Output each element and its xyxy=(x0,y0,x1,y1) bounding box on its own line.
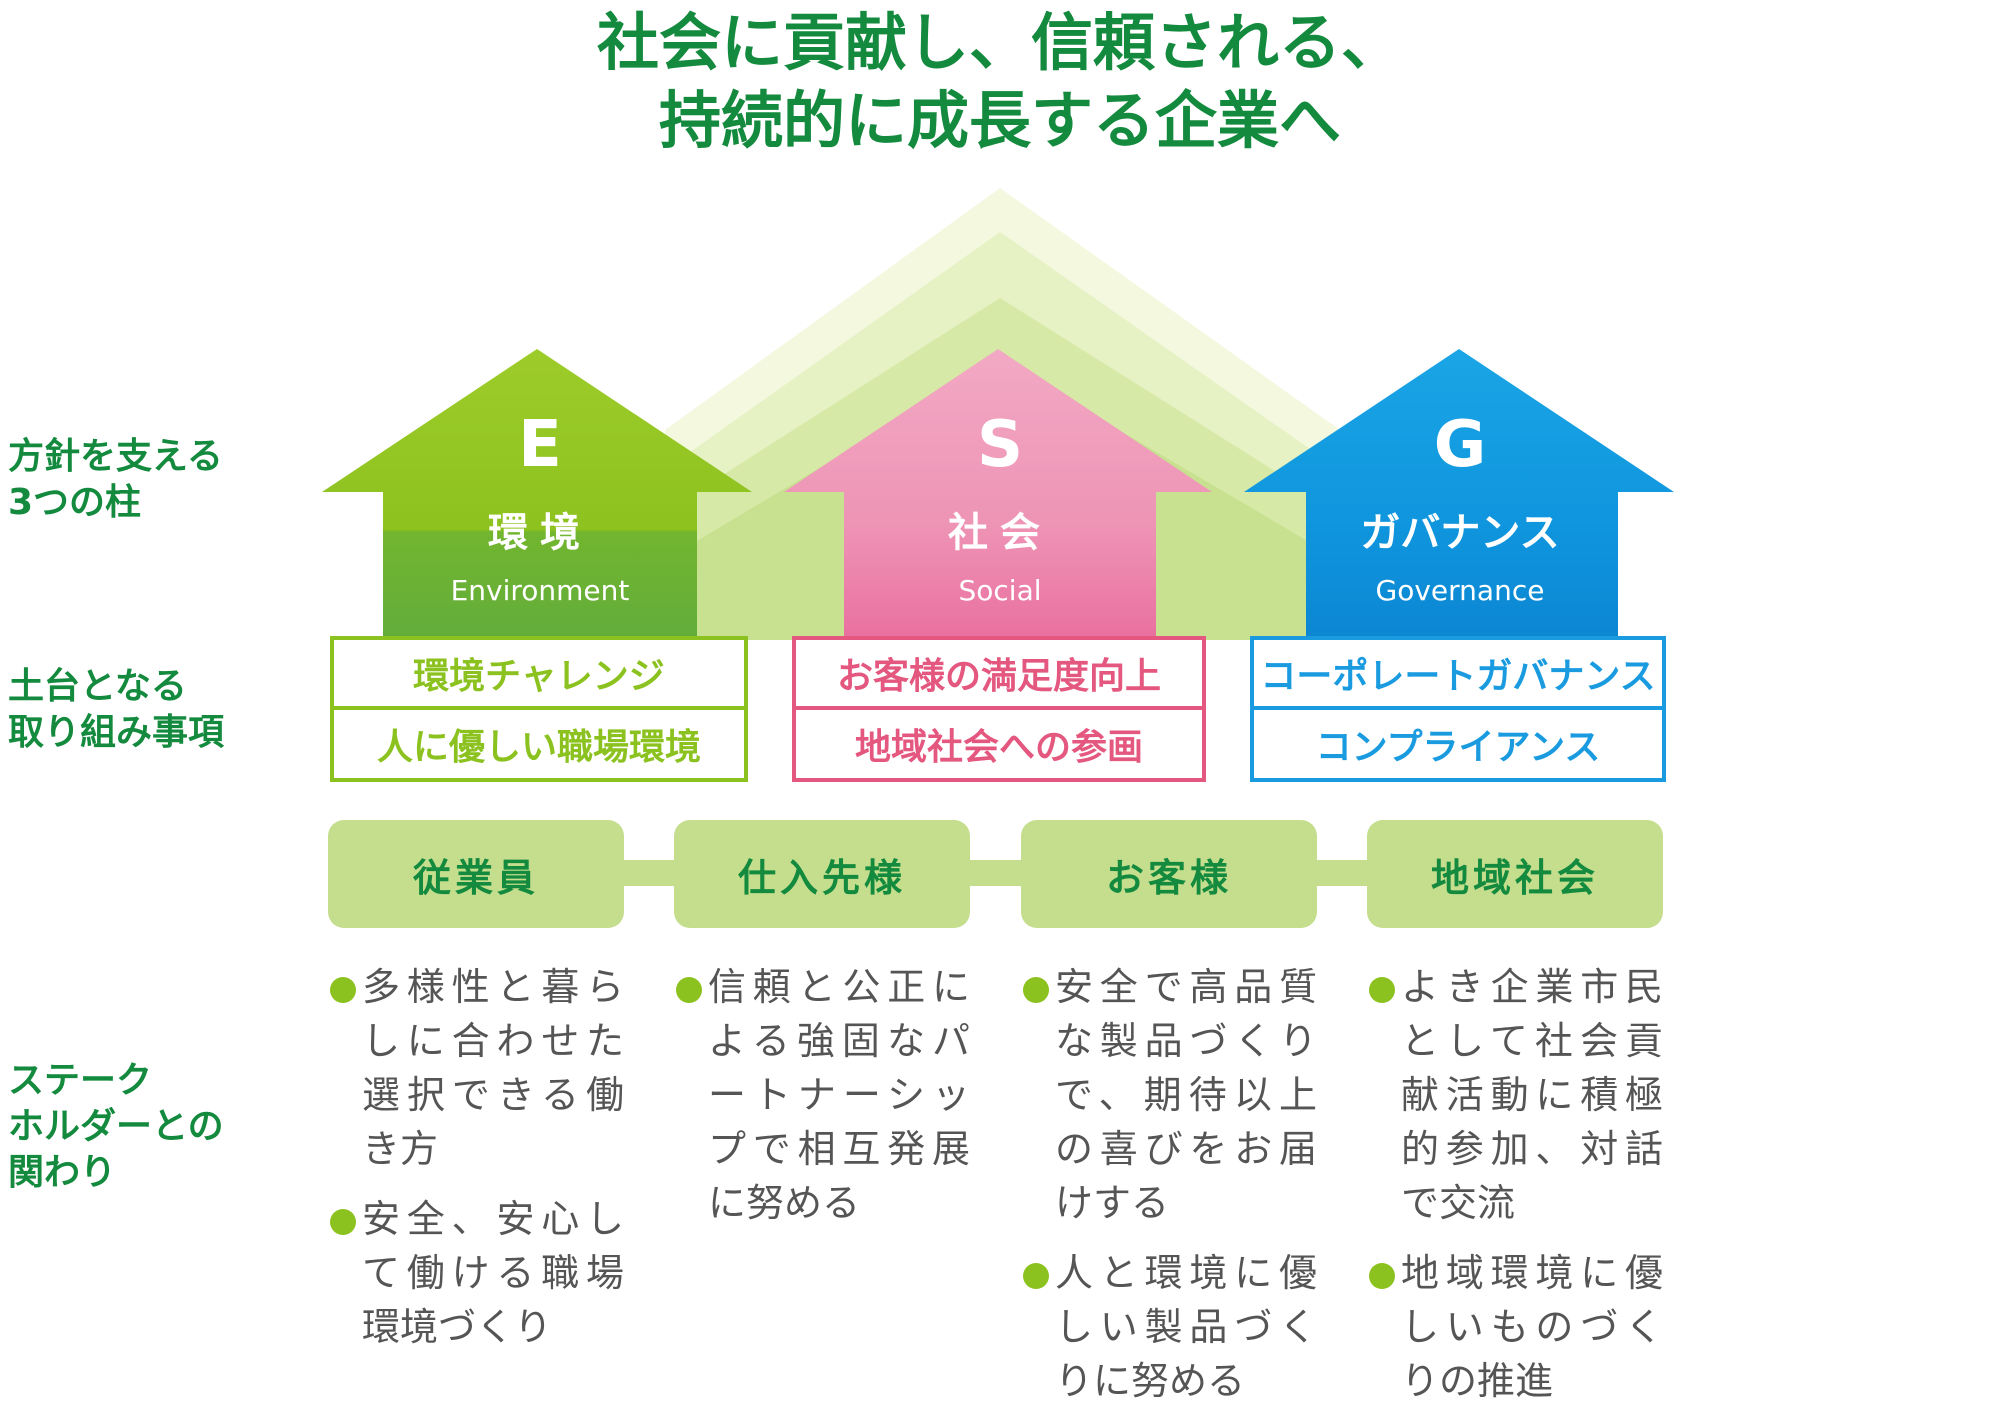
list-item: 安全で高品質な製品づくりで、期待以上の喜びをお届けする xyxy=(1019,960,1317,1230)
list-item: よき企業市民として社会貢献活動に積極的参加、対話で交流 xyxy=(1365,960,1663,1230)
initiative-community-participation: 地域社会への参画 xyxy=(792,706,1206,782)
governance-title-jp: ガバナンス xyxy=(1360,510,1560,556)
environment-title-jp: 環境 xyxy=(488,510,592,556)
employees-commitments: 多様性と暮らしに合わせた選択できる働き方 安全、安心して働ける職場環境づくり xyxy=(326,960,624,1370)
bullet-icon xyxy=(676,977,702,1003)
social-title-en: Social xyxy=(958,574,1042,607)
list-item: 安全、安心して働ける職場環境づくり xyxy=(326,1192,624,1354)
bullet-icon xyxy=(1369,977,1395,1003)
bullet-icon xyxy=(1023,977,1049,1003)
initiative-compliance: コンプライアンス xyxy=(1250,706,1666,782)
bullet-icon xyxy=(330,977,356,1003)
stakeholder-suppliers: 仕入先様 xyxy=(674,820,970,928)
list-item: 人と環境に優しい製品づくりに努める xyxy=(1019,1246,1317,1408)
row-label-pillars: 方針を支える 3つの柱 xyxy=(8,436,223,523)
governance-pillar-shape xyxy=(1244,349,1674,640)
governance-letter: G xyxy=(1433,408,1487,482)
stakeholder-community: 地域社会 xyxy=(1367,820,1663,928)
list-item: 多様性と暮らしに合わせた選択できる働き方 xyxy=(326,960,624,1176)
customers-commitments: 安全で高品質な製品づくりで、期待以上の喜びをお届けする 人と環境に優しい製品づく… xyxy=(1019,960,1317,1424)
environment-letter: E xyxy=(518,408,562,482)
headline-line-1: 社会に貢献し、信頼される、 xyxy=(596,6,1403,79)
social-title-jp: 社会 xyxy=(948,510,1052,556)
headline-line-2: 持続的に成長する企業へ xyxy=(658,84,1341,157)
environment-pillar-shape xyxy=(322,349,752,640)
environment-title-en: Environment xyxy=(450,574,630,607)
list-item: 地域環境に優しいものづくりの推進 xyxy=(1365,1246,1663,1408)
bullet-icon xyxy=(1369,1263,1395,1289)
community-commitments: よき企業市民として社会貢献活動に積極的参加、対話で交流 地域環境に優しいものづく… xyxy=(1365,960,1663,1424)
initiative-customer-satisfaction: お客様の満足度向上 xyxy=(792,636,1206,710)
bullet-icon xyxy=(1023,1263,1049,1289)
row-label-stakeholders: ステーク ホルダーとの 関わり xyxy=(8,1060,224,1193)
initiative-people-friendly-workplace: 人に優しい職場環境 xyxy=(330,706,748,782)
governance-title-en: Governance xyxy=(1375,574,1545,607)
social-letter: S xyxy=(976,408,1024,482)
row-label-foundation: 土台となる 取り組み事項 xyxy=(8,666,225,753)
bullet-icon xyxy=(330,1209,356,1235)
initiative-corporate-governance: コーポレートガバナンス xyxy=(1250,636,1666,710)
stakeholder-employees: 従業員 xyxy=(328,820,624,928)
list-item: 信頼と公正による強固なパートナーシップで相互発展に努める xyxy=(672,960,970,1230)
social-pillar-shape xyxy=(784,349,1212,640)
initiative-environment-challenge: 環境チャレンジ xyxy=(330,636,748,710)
stakeholder-customers: お客様 xyxy=(1021,820,1317,928)
suppliers-commitments: 信頼と公正による強固なパートナーシップで相互発展に努める xyxy=(672,960,970,1246)
